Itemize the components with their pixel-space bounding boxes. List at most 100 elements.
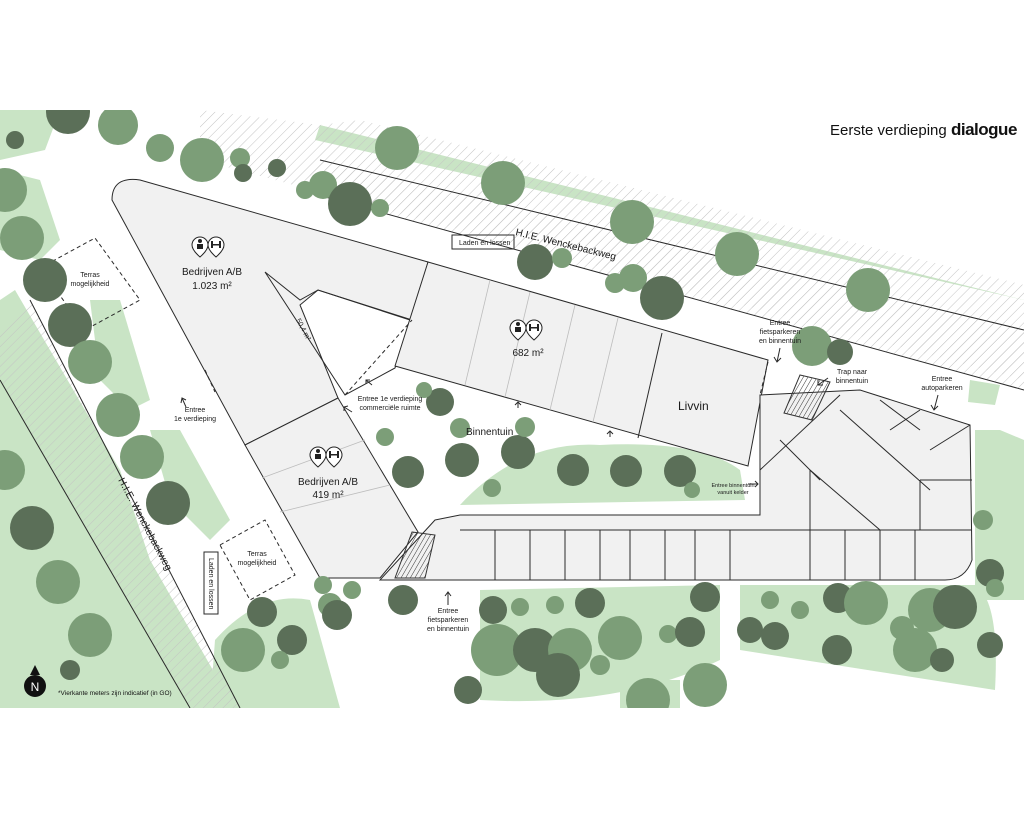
- tree: [546, 596, 564, 614]
- tree: [60, 660, 80, 680]
- tree: [610, 455, 642, 487]
- tree: [552, 248, 572, 268]
- tree: [48, 303, 92, 347]
- page-title: Eerste verdieping: [830, 122, 947, 139]
- tree: [659, 625, 677, 643]
- tree: [675, 617, 705, 647]
- tree: [454, 676, 482, 704]
- tree: [96, 393, 140, 437]
- tree: [6, 131, 24, 149]
- dialogue-logo: dialogue: [951, 120, 1017, 139]
- north-arrow[interactable]: N: [24, 665, 46, 697]
- tree: [268, 159, 286, 177]
- tree: [68, 340, 112, 384]
- tree: [230, 148, 250, 168]
- tree: [388, 585, 418, 615]
- tree: [234, 164, 252, 182]
- dumbbell-icon: [325, 446, 343, 468]
- entrance-arrows: [180, 347, 939, 605]
- tree: [146, 481, 190, 525]
- tree: [684, 482, 700, 498]
- tree: [221, 628, 265, 672]
- tree: [0, 450, 25, 490]
- tree: [761, 591, 779, 609]
- tree: [890, 616, 914, 640]
- tree: [343, 581, 361, 599]
- tree: [36, 560, 80, 604]
- tree: [737, 617, 763, 643]
- tree: [690, 582, 720, 612]
- tree: [640, 276, 684, 320]
- tree: [517, 244, 553, 280]
- tree: [536, 653, 580, 697]
- laden-lossen-top-box: [451, 234, 515, 250]
- building-682: [394, 261, 769, 467]
- binnentuin-label: Binnentuin: [466, 427, 513, 438]
- tree: [471, 624, 523, 676]
- tree: [247, 597, 277, 627]
- tree: [515, 417, 535, 437]
- laden-lossen-left-box: [203, 551, 219, 615]
- tree: [827, 339, 853, 365]
- tree: [501, 435, 535, 469]
- tree: [977, 632, 1003, 658]
- tree: [844, 581, 888, 625]
- tree: [973, 510, 993, 530]
- tree: [445, 443, 479, 477]
- tree: [683, 663, 727, 707]
- tree: [376, 428, 394, 446]
- unit-icons: [191, 236, 543, 468]
- tree: [0, 216, 44, 260]
- tree: [792, 326, 832, 366]
- tree: [791, 601, 809, 619]
- tree: [180, 138, 224, 182]
- tree: [309, 171, 337, 199]
- tree: [23, 258, 67, 302]
- laden-lossen-left: Laden en lossen: [207, 558, 214, 609]
- tree: [46, 110, 90, 134]
- north-label: N: [31, 680, 40, 694]
- terrace-bottom: [219, 519, 296, 601]
- unit-1-area: 1.023 m²: [192, 281, 232, 292]
- tree: [610, 200, 654, 244]
- tree: [426, 388, 454, 416]
- tree: [986, 579, 1004, 597]
- trees: [0, 110, 1004, 708]
- tree: [277, 625, 307, 655]
- dumbbell-icon: [525, 319, 543, 341]
- tree: [328, 182, 372, 226]
- tree: [392, 456, 424, 488]
- tree: [626, 678, 670, 708]
- person-desk-icon: [509, 319, 527, 341]
- person-desk-icon: [191, 236, 209, 258]
- tree: [598, 616, 642, 660]
- tree: [511, 598, 529, 616]
- tree: [371, 199, 389, 217]
- laden-lossen-top: Laden en lossen: [459, 240, 510, 247]
- unit-3-name: Bedrijven A/B: [298, 477, 358, 488]
- tree: [933, 585, 977, 629]
- unit-2-area: 682 m²: [512, 348, 544, 359]
- tree: [68, 613, 112, 657]
- tree: [483, 479, 501, 497]
- footnote: *Vierkante meters zijn indicatief (in GO…: [58, 690, 172, 697]
- tree: [322, 600, 352, 630]
- person-desk-icon: [309, 446, 327, 468]
- tree: [930, 648, 954, 672]
- road-top-band: [300, 160, 1024, 390]
- tree: [846, 268, 890, 312]
- unit-1-name: Bedrijven A/B: [182, 267, 242, 278]
- unit-3-area: 419 m²: [312, 490, 344, 501]
- buildings: [111, 178, 973, 581]
- tree: [557, 454, 589, 486]
